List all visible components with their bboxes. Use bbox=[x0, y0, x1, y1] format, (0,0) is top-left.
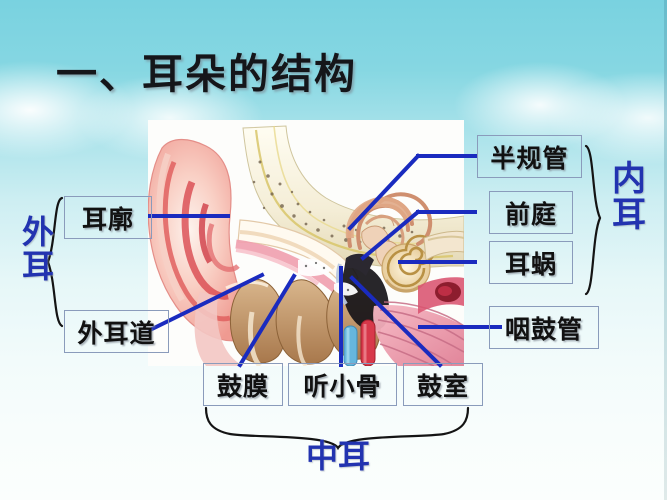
page-title: 一、耳朵的结构 bbox=[56, 50, 357, 98]
label-auricle[interactable]: 耳廓 bbox=[64, 196, 152, 239]
label-eardrum[interactable]: 鼓膜 bbox=[203, 363, 283, 406]
label-semicircular-canals[interactable]: 半规管 bbox=[477, 135, 582, 178]
label-ossicles-text: 听小骨 bbox=[303, 371, 382, 401]
label-auricle-text: 耳廓 bbox=[81, 204, 134, 234]
brace-inner-ear bbox=[584, 144, 602, 296]
label-cochlea-text: 耳蜗 bbox=[504, 249, 557, 279]
label-eustachian-tube-text: 咽鼓管 bbox=[504, 314, 583, 344]
group-middle-ear: 中耳 bbox=[305, 437, 370, 475]
ear-anatomy-image bbox=[148, 120, 464, 366]
label-eardrum-text: 鼓膜 bbox=[216, 371, 269, 401]
label-semicircular-canals-text: 半规管 bbox=[490, 143, 569, 173]
label-vestibule-text: 前庭 bbox=[504, 199, 557, 229]
label-cochlea[interactable]: 耳蜗 bbox=[489, 241, 573, 284]
label-ear-canal-text: 外耳道 bbox=[77, 318, 156, 348]
label-vestibule[interactable]: 前庭 bbox=[489, 191, 573, 234]
label-eustachian-tube[interactable]: 咽鼓管 bbox=[489, 306, 599, 349]
group-outer-ear: 外 耳 bbox=[21, 213, 54, 285]
label-ear-canal[interactable]: 外耳道 bbox=[64, 310, 169, 353]
label-tympanic-cavity-text: 鼓室 bbox=[416, 371, 469, 401]
label-ossicles[interactable]: 听小骨 bbox=[288, 363, 397, 406]
label-tympanic-cavity[interactable]: 鼓室 bbox=[403, 363, 483, 406]
group-inner-ear: 内 耳 bbox=[612, 159, 646, 235]
